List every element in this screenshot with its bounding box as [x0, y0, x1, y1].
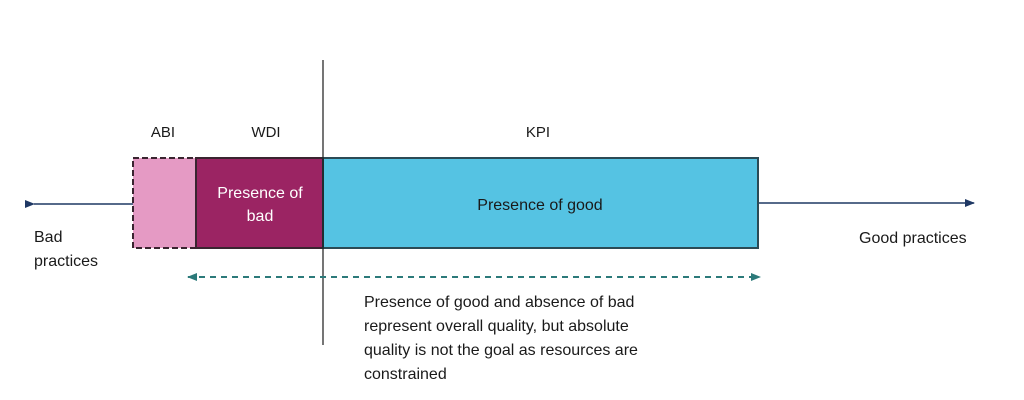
kpi-label: KPI [526, 124, 550, 141]
wdi-box-text-line2: bad [247, 208, 274, 225]
bad-practices-label-line1: Bad [34, 229, 62, 246]
bad-practices-label-line2: practices [34, 253, 98, 270]
note-line2: represent overall quality, but absolute [364, 318, 629, 335]
note-line1: Presence of good and absence of bad [364, 294, 634, 311]
wdi-box-text-line1: Presence of [217, 185, 303, 202]
abi-box [132, 157, 197, 249]
wdi-box [195, 157, 324, 249]
note-line3: quality is not the goal as resources are [364, 342, 638, 359]
kpi-box-text: Presence of good [477, 197, 602, 214]
good-practices-label: Good practices [859, 230, 967, 247]
wdi-label: WDI [251, 124, 280, 141]
note-line4: constrained [364, 366, 447, 383]
abi-label: ABI [151, 124, 175, 141]
